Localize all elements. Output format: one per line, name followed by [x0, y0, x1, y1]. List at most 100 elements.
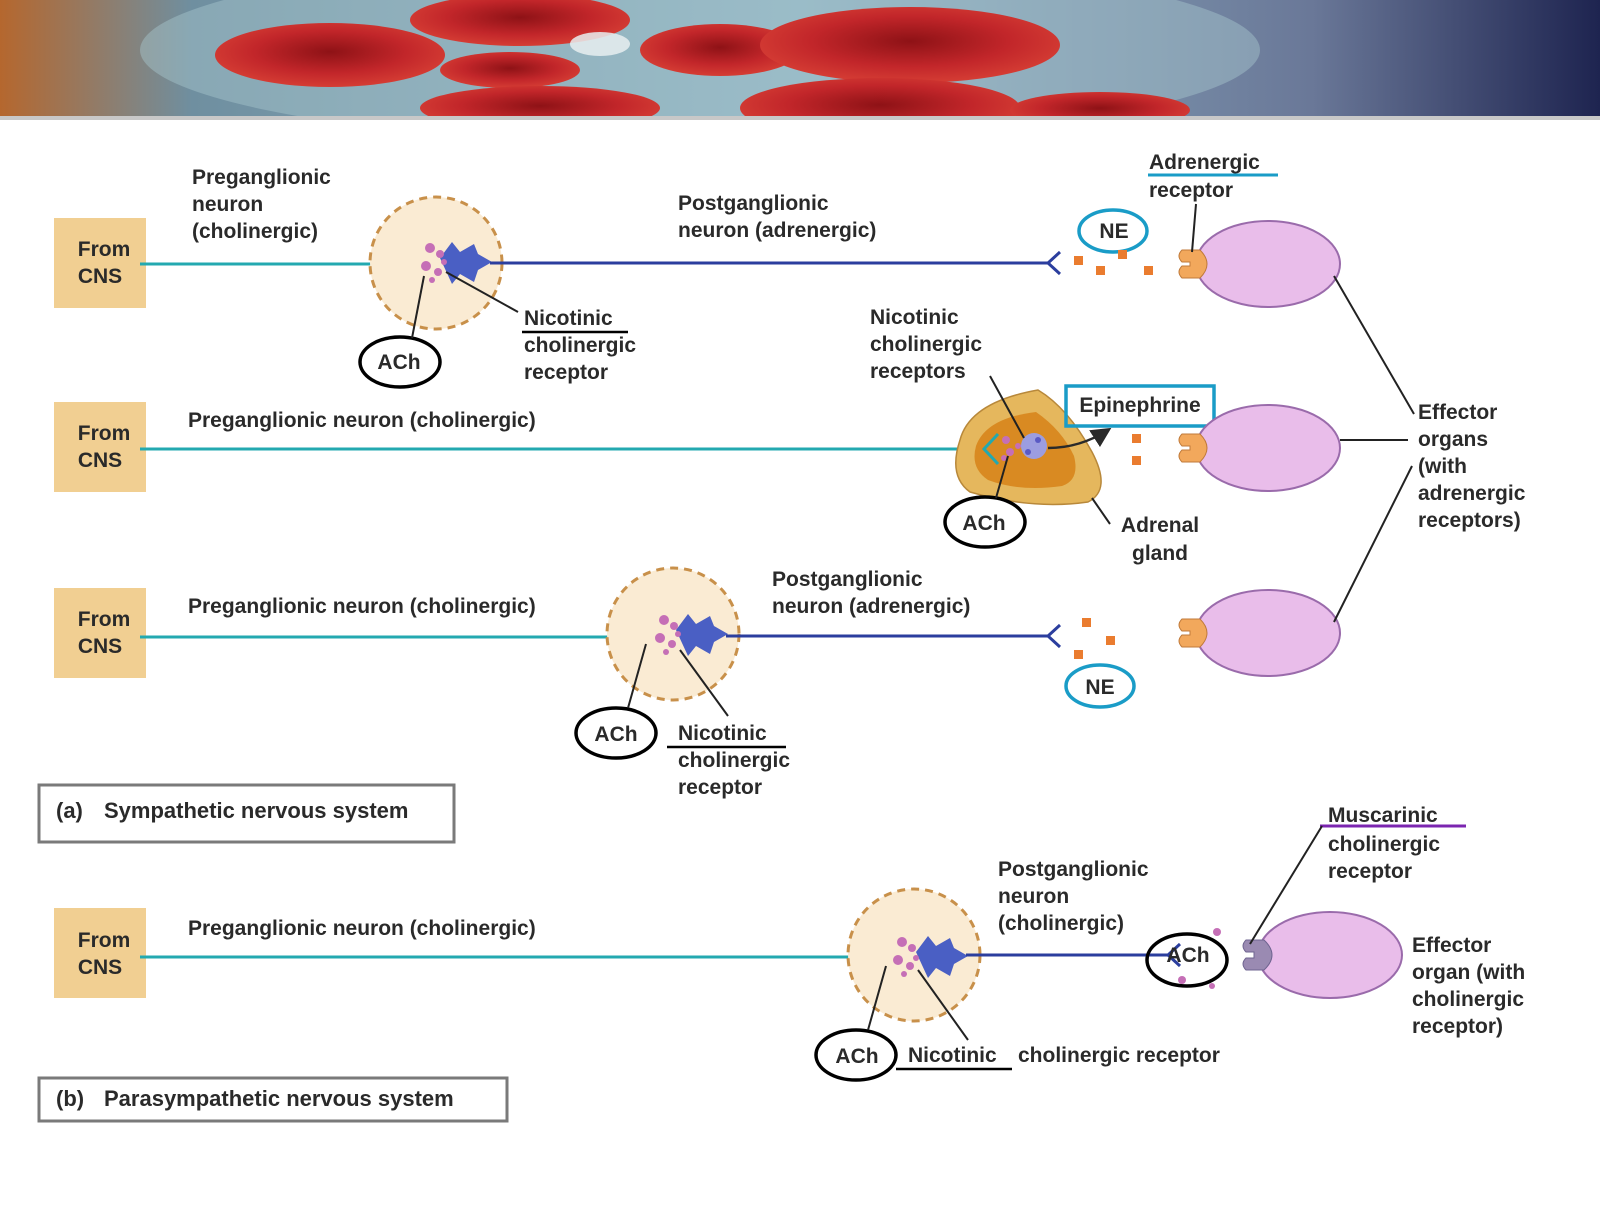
leader-line [1091, 497, 1111, 525]
from-cns-label: CNS [78, 956, 122, 979]
axon-terminal [981, 432, 1000, 466]
leader-line [445, 271, 519, 313]
preganglionic-label: Preganglionic neuron (cholinergic) [188, 595, 536, 618]
from-cns-box [54, 908, 146, 998]
ach-annotation-circle [814, 1028, 898, 1082]
caption-box [37, 783, 456, 844]
caption-box [37, 1076, 509, 1123]
banner-red-blood-cells-image [0, 0, 1600, 120]
ach-annotation-circle [358, 335, 442, 389]
leader-line [995, 455, 1009, 499]
postganglionic-label: Postganglionic [772, 568, 923, 591]
caption-letter: (b) [56, 1086, 84, 1111]
leader-line [1249, 825, 1323, 945]
adrenergic-receptor-label: Adrenergic [1149, 151, 1260, 174]
effector-organ [1195, 589, 1341, 677]
nicotinic-receptor-label: Nicotinic [678, 722, 767, 745]
sympathetic-row-3: From CNS Preganglionic neuron (cholinerg… [54, 566, 1341, 799]
preganglionic-label: neuron [192, 193, 263, 216]
muscarinic-receptor [1242, 939, 1273, 971]
effector-organ-label: cholinergic [1412, 988, 1524, 1011]
preganglionic-label: Preganglionic [192, 166, 331, 189]
preganglionic-label: Preganglionic neuron (cholinergic) [188, 917, 536, 940]
adrenal-gland-label: gland [1132, 542, 1188, 565]
parasympathetic-row: From CNS Preganglionic neuron (cholinerg… [54, 804, 1525, 1082]
effector-organ [1195, 404, 1341, 492]
sympathetic-row-2: From CNS Preganglionic neuron (cholinerg… [54, 306, 1341, 565]
sympathetic-row-1: From CNS Preganglionic neuron (cholinerg… [54, 151, 1341, 389]
epinephrine-annotation-box [1064, 384, 1216, 428]
ach-label: ACh [835, 1045, 878, 1068]
ne-label: NE [1085, 676, 1114, 699]
postganglionic-label: (cholinergic) [998, 912, 1124, 935]
muscarinic-receptor-label: receptor [1328, 860, 1412, 883]
nicotinic-receptors-label: cholinergic [870, 333, 982, 356]
norepinephrine-molecules [1074, 250, 1153, 275]
adrenergic-receptor [1178, 433, 1208, 463]
axon-terminal [1045, 623, 1062, 649]
axon-terminal [1045, 250, 1062, 276]
nicotinic-receptor-label: Nicotinic [908, 1044, 997, 1067]
effector-organ-label: Effector [1412, 934, 1491, 957]
effector-organs-label: receptors) [1418, 509, 1521, 532]
nicotinic-receptor-label: cholinergic receptor [1018, 1044, 1220, 1067]
nicotinic-receptor-label: receptor [678, 776, 762, 799]
from-cns-label: From [78, 238, 131, 261]
epinephrine-label: Epinephrine [1079, 394, 1200, 417]
nicotinic-receptor-label: Nicotinic [524, 307, 613, 330]
ach-label: ACh [594, 723, 637, 746]
norepinephrine-molecules [1074, 618, 1115, 659]
postganglionic-label: neuron [998, 885, 1069, 908]
from-cns-label: CNS [78, 265, 122, 288]
leader-line [1333, 465, 1413, 623]
caption-name: Sympathetic nervous system [104, 798, 408, 823]
postganglionic-label: neuron (adrenergic) [678, 219, 876, 242]
from-cns-box [54, 588, 146, 678]
from-cns-box [54, 402, 146, 492]
from-cns-box [54, 218, 146, 308]
postganglionic-neuron-body [916, 936, 968, 978]
from-cns-label: From [78, 422, 131, 445]
from-cns-label: CNS [78, 449, 122, 472]
epinephrine-molecules [1132, 434, 1141, 465]
chromaffin-cell [1001, 433, 1047, 461]
leader-line [679, 649, 729, 717]
nicotinic-receptor-label: cholinergic [524, 334, 636, 357]
postganglionic-label: Postganglionic [678, 192, 829, 215]
ach-vesicles [655, 615, 681, 655]
epinephrine-release-arrow [1047, 427, 1112, 450]
effector-organ [1195, 220, 1341, 308]
effector-organ-label: receptor) [1412, 1015, 1503, 1038]
nicotinic-receptors-label: receptors [870, 360, 966, 383]
adrenergic-receptor [1178, 618, 1208, 648]
ach-molecules [1178, 928, 1221, 989]
effector-organs-label: Effector [1418, 401, 1497, 424]
ach-label: ACh [962, 512, 1005, 535]
ne-annotation-circle [1064, 663, 1136, 709]
parasympathetic-system-caption: (b) Parasympathetic nervous system [37, 1076, 509, 1123]
nicotinic-receptor-label: receptor [524, 361, 608, 384]
from-cns-label: From [78, 929, 131, 952]
preganglionic-label: (cholinergic) [192, 220, 318, 243]
postganglionic-label: neuron (adrenergic) [772, 595, 970, 618]
ne-annotation-circle [1077, 208, 1149, 254]
effector-organs-label: adrenergic [1418, 482, 1526, 505]
ach-annotation-circle [574, 706, 658, 760]
caption-letter: (a) [56, 798, 83, 823]
muscarinic-receptor-label: Muscarinic [1328, 804, 1438, 827]
nicotinic-receptor-label: cholinergic [678, 749, 790, 772]
leader-line [867, 965, 887, 1031]
postganglionic-neuron-body [676, 614, 728, 656]
from-cns-label: CNS [78, 635, 122, 658]
ach-label: ACh [377, 351, 420, 374]
nicotinic-receptors-label: Nicotinic [870, 306, 959, 329]
sympathetic-system-caption: (a) Sympathetic nervous system [37, 783, 456, 844]
caption-name: Parasympathetic nervous system [104, 1086, 454, 1111]
leader-line [627, 643, 647, 709]
effector-organ [1257, 911, 1403, 999]
leader-line [917, 969, 969, 1041]
leader-line [1333, 275, 1415, 415]
muscarinic-receptor-label: cholinergic [1328, 833, 1440, 856]
postganglionic-neuron-body [440, 242, 492, 284]
